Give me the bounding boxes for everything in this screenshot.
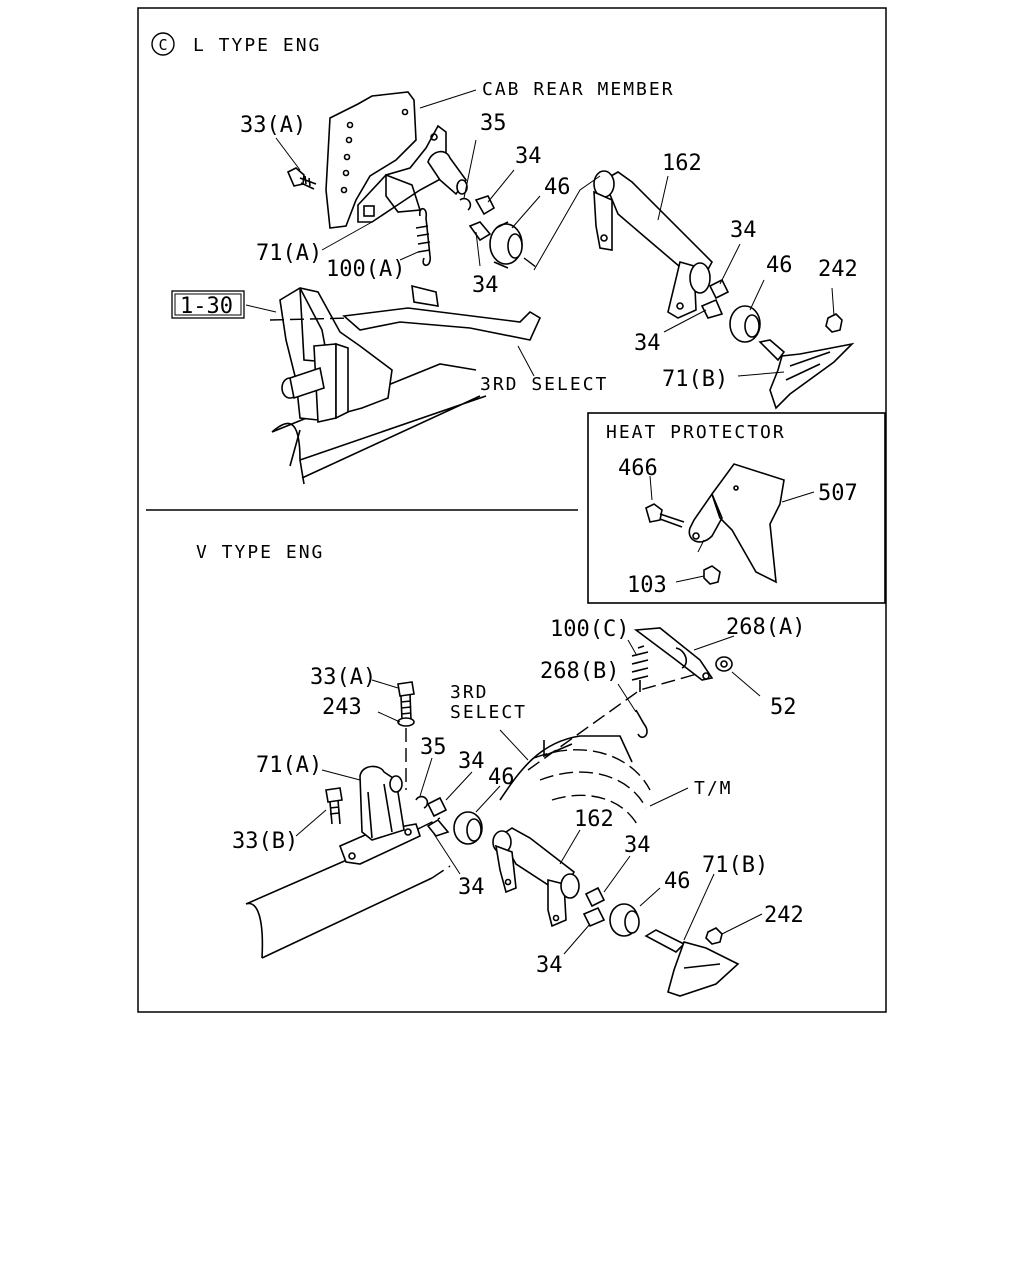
bracket-71b <box>758 339 855 410</box>
v-bolt-33a <box>397 681 415 721</box>
label-162: 162 <box>662 151 702 176</box>
l-type-title: L TYPE ENG <box>193 35 321 56</box>
label-46-a: 46 <box>544 175 571 200</box>
lever-268a <box>633 627 714 681</box>
v-bushing-34-lower <box>426 818 450 837</box>
v-label-35: 35 <box>420 735 447 760</box>
v-label-33b: 33(B) <box>232 829 298 854</box>
v-label-34-b: 34 <box>624 833 651 858</box>
v-label-34-c: 34 <box>458 875 485 900</box>
label-cab-rear-member: CAB REAR MEMBER <box>482 79 675 100</box>
snap-ring-35 <box>459 197 472 211</box>
ref-box <box>171 290 245 319</box>
label-34-d: 34 <box>634 331 661 356</box>
l-type-centerline <box>269 257 541 321</box>
shaft-162 <box>593 170 713 319</box>
label-103: 103 <box>627 573 667 598</box>
v-bracket-71b <box>644 929 740 997</box>
diagram-frame <box>137 7 887 1013</box>
label-466: 466 <box>618 456 658 481</box>
cab-rear-member-holes <box>340 108 409 194</box>
v-label-3rd: 3RD <box>450 682 489 703</box>
v-washer-243 <box>397 717 415 727</box>
v-bushing-34-right-upper <box>584 886 606 908</box>
nut-103 <box>703 565 721 585</box>
v-bushing-34-right-lower <box>582 906 606 928</box>
frame-rail-lower <box>271 363 487 485</box>
label-3rd-select: 3RD SELECT <box>480 374 608 395</box>
heat-protector-section: HEAT PROTECTOR 466 507 103 <box>606 422 858 598</box>
v-label-34-a: 34 <box>458 749 485 774</box>
bushing-34-right-upper <box>708 278 730 300</box>
label-507: 507 <box>818 481 858 506</box>
section-circle-letter: C <box>158 36 167 54</box>
v-bushing-34-upper <box>426 796 448 818</box>
transmission-housing <box>499 735 651 827</box>
v-label-select: SELECT <box>450 702 527 723</box>
label-71a: 71(A) <box>256 241 322 266</box>
v-label-46-a: 46 <box>488 765 515 790</box>
hook-268b <box>635 709 648 739</box>
heat-protector-507 <box>711 463 785 584</box>
section-circle-mark <box>151 32 175 56</box>
heat-protector-title: HEAT PROTECTOR <box>606 422 786 443</box>
v-label-268a: 268(A) <box>726 615 805 640</box>
v-label-242: 242 <box>764 903 804 928</box>
l-type-leaders <box>245 89 835 377</box>
v-label-162: 162 <box>574 807 614 832</box>
third-select-stop <box>411 284 439 307</box>
spring-100a <box>415 207 431 267</box>
v-select-cable <box>527 671 705 771</box>
bolt-33a <box>286 167 317 190</box>
label-71b: 71(B) <box>662 367 728 392</box>
ref-1-30: 1-30 <box>180 294 233 319</box>
v-label-71a: 71(A) <box>256 753 322 778</box>
v-shaft-162 <box>492 827 580 928</box>
bushing-34-lower <box>468 221 492 242</box>
v-label-33a: 33(A) <box>310 665 376 690</box>
v-label-243: 243 <box>322 695 362 720</box>
label-34-c: 34 <box>730 218 757 243</box>
v-bolt-33b <box>325 787 343 825</box>
v-rubber-46-right <box>609 903 640 937</box>
rubber-bushing-46-right <box>729 305 761 343</box>
bolt-466 <box>645 503 685 528</box>
v-rubber-46 <box>453 811 483 845</box>
spring-100c <box>631 645 649 692</box>
label-35: 35 <box>480 111 507 136</box>
select-bracket-lower <box>279 287 393 423</box>
label-34-b: 34 <box>472 273 499 298</box>
rubber-bushing-46 <box>489 221 523 269</box>
v-label-52: 52 <box>770 695 797 720</box>
v-nut-242 <box>705 927 723 945</box>
nut-242 <box>825 313 843 333</box>
v-bracket-71a <box>338 765 421 865</box>
v-label-100c: 100(C) <box>550 617 629 642</box>
v-label-71b: 71(B) <box>702 853 768 878</box>
v-type-title: V TYPE ENG <box>196 542 324 563</box>
l-type-section: C L TYPE ENG <box>151 32 858 485</box>
v-label-46-b: 46 <box>664 869 691 894</box>
v-snap-ring-35 <box>415 795 429 809</box>
label-46-b: 46 <box>766 253 793 278</box>
bushing-34-right-lower <box>700 298 724 319</box>
label-34-a: 34 <box>515 144 542 169</box>
v-type-leaders <box>295 635 763 955</box>
label-242: 242 <box>818 257 858 282</box>
v-label-268b: 268(B) <box>540 659 619 684</box>
v-label-34-d: 34 <box>536 953 563 978</box>
v-type-section: V TYPE ENG <box>196 542 805 997</box>
third-select-lever <box>342 307 542 341</box>
label-33a: 33(A) <box>240 113 306 138</box>
label-100a: 100(A) <box>326 257 405 282</box>
washer-52 <box>715 656 733 672</box>
v-label-tm: T/M <box>694 778 733 799</box>
